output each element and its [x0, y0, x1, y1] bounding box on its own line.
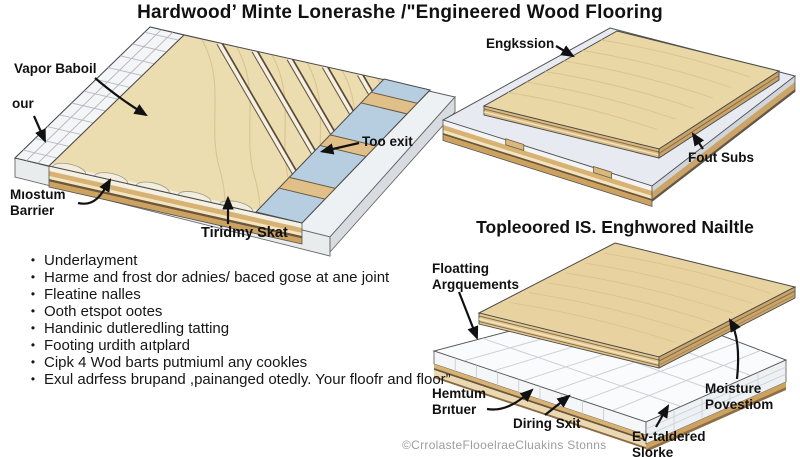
floating-arrow: [457, 291, 479, 341]
engineered-panel-illustration: [441, 27, 797, 208]
bullet-icon: •: [30, 287, 36, 301]
ev-taldered-arrow: [655, 404, 670, 428]
label-tiridmy-skat: Tiridmy Skat: [201, 225, 288, 241]
list-item-text: Cipk 4 Wod barts putmiuml any cookles: [44, 354, 308, 371]
list-item-text: Footing urdith aıtplard: [44, 337, 190, 354]
floating-floor-illustration: [432, 242, 797, 452]
label-vapor-barrier: Vapor Baboil: [14, 61, 97, 76]
bullet-icon: •: [30, 338, 36, 352]
too-exit-arrow: [319, 141, 360, 155]
watermark-text: ©CrrolasteFlooelraeCluakins Stonns: [402, 438, 607, 452]
bullet-icon: •: [30, 253, 36, 267]
label-expansion: Engkssion: [486, 36, 555, 51]
list-item: • Underlayment: [22, 252, 452, 269]
list-item-text: Underlayment: [44, 252, 138, 269]
label-diring-sxit: Diring Sxit: [513, 416, 581, 431]
subfloor-edge-layers: [442, 119, 653, 208]
bullet-icon: •: [30, 304, 36, 318]
list-item: • Cipk 4 Wod barts putmiuml any cookles: [22, 354, 452, 371]
label-subfloor: Fout Subs: [688, 150, 754, 165]
list-item: • Harme and frost dor adnies/ baced gose…: [22, 269, 452, 286]
subfloor-layer-stripes: [48, 165, 303, 245]
vapor-barrier-band: [13, 26, 186, 167]
list-item-text: Fleatine nalles: [44, 286, 141, 303]
label-our: our: [12, 96, 34, 111]
list-item: • Handinic dutleredling tatting: [22, 320, 452, 337]
list-item-text: Ooth etspot ootes: [44, 303, 163, 320]
expansion-arrow: [555, 45, 575, 58]
label-ev-taldered: Ev-taldered Slorke: [632, 429, 706, 457]
moisture-protection-arrow: [728, 318, 741, 380]
subfloor-arrow: [691, 132, 705, 150]
callout-arrows: [32, 45, 741, 428]
bullet-icon: •: [30, 321, 36, 335]
bullet-icon: •: [30, 372, 36, 386]
diring-arrow: [544, 394, 571, 416]
moisture-barrier-arrow: [77, 178, 112, 205]
our-arrow: [32, 115, 47, 144]
bullet-icon: •: [30, 355, 36, 369]
label-floating: Floatting Argquements: [432, 261, 520, 293]
label-moisture-barrier: Mıostum Barrier: [10, 187, 66, 219]
left-floor-illustration: [13, 26, 456, 257]
list-item: • Footing urdith aıtplard: [22, 337, 452, 354]
list-item: • Fleatine nalles: [22, 286, 452, 303]
page-title: Hardwood’ Minte Lonerashe /"Engineered W…: [137, 2, 663, 23]
notes-list: • Underlayment • Harme and frost dor adn…: [22, 252, 452, 388]
section-heading: Topleoored IS. Enghwored Nailtle: [476, 217, 754, 237]
list-item: • Exul adrfess brupand ,painanged otedly…: [22, 371, 452, 388]
vapor-barrier-arrow: [94, 77, 148, 117]
floating-wood-panel: [477, 242, 797, 369]
hemtum-arrow: [486, 388, 534, 411]
list-item: • Ooth etspot ootes: [22, 303, 452, 320]
engineered-wood-panel: [482, 30, 781, 159]
label-too-exit: Too exit: [362, 134, 413, 149]
list-item-text: Handinic dutleredling tatting: [44, 320, 230, 337]
subfloor-edge-right: [651, 75, 796, 203]
label-moisture-protection: Moisture Povestiom: [705, 381, 774, 413]
bullet-icon: •: [30, 270, 36, 284]
label-hemtum-barrier: Hemtum Brıtuer: [432, 386, 487, 418]
list-item-text: Harme and frost dor adnies/ baced gose a…: [44, 269, 390, 286]
list-item-text: Exul adrfess brupand ,painanged otedly. …: [44, 371, 451, 388]
